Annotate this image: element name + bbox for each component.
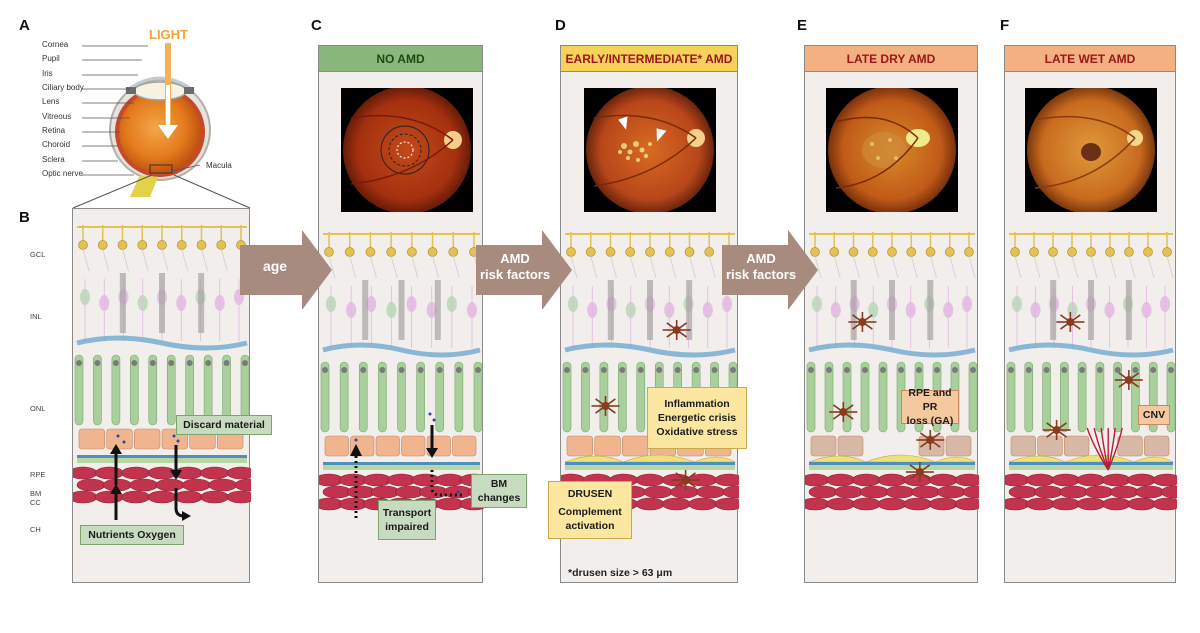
eye-part-label-retina: Retina	[42, 126, 66, 135]
risk-factors-arrow-2: AMD risk factors	[722, 230, 818, 310]
eye-part-label-choroid: Choroid	[42, 140, 71, 149]
nutrients-oxygen-box: Nutrients Oxygen	[80, 525, 184, 545]
drusen-label: DRUSEN	[567, 487, 613, 500]
layer-label-rpe: RPE	[30, 470, 46, 479]
oxidative-stress-label: Oxidative stress	[656, 426, 738, 439]
panel-e-header: LATE DRY AMD	[805, 46, 977, 72]
eye-part-label-iris: Iris	[42, 69, 53, 78]
cnv-box: CNV	[1138, 405, 1170, 425]
stress-box: Inflammation Energetic crisis Oxidative …	[647, 387, 747, 449]
panel-letter-b: B	[19, 209, 30, 226]
risk-factors-arrow-1: AMD risk factors	[476, 230, 572, 310]
risk-arrow-1-line2: risk factors	[479, 267, 551, 282]
fundus-image-late-dry-amd	[826, 88, 958, 212]
transport-impaired-box: Transport impaired	[378, 500, 436, 540]
eye-part-label-optic-nerve: Optic nerve	[42, 169, 83, 178]
retina-layer-stack	[805, 232, 979, 511]
layer-label-gcl: GCL	[30, 250, 46, 259]
layer-label-bm: BM	[30, 489, 42, 498]
panel-c-header: NO AMD	[319, 46, 482, 72]
eye-part-label-vitreous: Vitreous	[42, 112, 72, 121]
discard-material-box: Discard material	[176, 415, 272, 435]
rpe-pr-loss-box: RPE and PR loss (GA)	[901, 387, 959, 427]
complement-line1: Complement	[558, 505, 622, 518]
panel-b-normal-retina	[72, 208, 251, 583]
panel-c-no-amd: NO AMD	[318, 45, 484, 583]
eye-part-label-cornea: Cornea	[42, 40, 69, 49]
rpe-pr-loss-line2: loss (GA)	[906, 415, 954, 428]
risk-arrow-2-line1: AMD	[746, 251, 776, 266]
retina-layers-f	[1005, 232, 1177, 511]
fundus-image-no-amd	[341, 88, 473, 212]
light-label: LIGHT	[149, 27, 188, 42]
eye-part-label-sclera: Sclera	[42, 155, 65, 164]
panel-letter-f: F	[1000, 17, 1010, 34]
fundus-image-late-wet-amd	[1025, 88, 1157, 212]
panel-letter-c: C	[311, 17, 322, 34]
age-arrow-shape	[240, 230, 332, 310]
bm-changes-line1: BM	[490, 477, 508, 490]
eye-part-label-ciliary-body: Ciliary body	[42, 83, 84, 92]
panel-f-header: LATE WET AMD	[1005, 46, 1175, 72]
zoom-lines	[72, 174, 251, 209]
retina-layers-c	[319, 232, 484, 511]
panel-c-flow-arrows	[350, 412, 462, 518]
layer-label-onl: ONL	[30, 404, 46, 413]
panel-d-header: EARLY/INTERMEDIATE* AMD	[561, 46, 737, 72]
panel-letter-d: D	[555, 17, 566, 34]
inflammation-label: Inflammation	[664, 397, 730, 410]
bm-changes-line2: changes	[477, 492, 521, 504]
drusen-complement-box: DRUSEN Complement activation	[548, 481, 632, 539]
bm-changes-box: BM changes	[471, 474, 527, 508]
energetic-crisis-label: Energetic crisis	[657, 411, 737, 424]
eye-illustration	[82, 43, 211, 197]
layer-label-cc: CC	[30, 498, 41, 507]
panel-letter-a: A	[19, 17, 30, 34]
panel-b-flow-arrows	[110, 434, 191, 521]
retina-layer-stack	[319, 232, 484, 511]
macula-label: Macula	[206, 161, 232, 170]
retina-layer-stack	[73, 225, 251, 504]
risk-arrow-1-shape	[476, 230, 572, 310]
rpe-pr-loss-line1: RPE and PR	[908, 386, 952, 413]
risk-arrow-1-line1: AMD	[500, 251, 530, 266]
risk-arrow-2-line2: risk factors	[725, 267, 797, 282]
panel-e-late-dry-amd: LATE DRY AMD	[804, 45, 979, 583]
transport-line2: impaired	[385, 521, 429, 533]
risk-arrow-2-shape	[722, 230, 818, 310]
retina-layer-stack	[1005, 232, 1177, 511]
retina-layers-e	[805, 232, 979, 511]
eye-part-label-lens: Lens	[42, 97, 60, 106]
panel-d-early-amd: EARLY/INTERMEDIATE* AMD	[560, 45, 739, 583]
fundus-image-early-amd	[584, 88, 716, 212]
eye-part-label-pupil: Pupil	[42, 54, 60, 63]
layer-label-ch: CH	[30, 525, 41, 534]
transport-line1: Transport	[382, 506, 432, 519]
retina-layers-b	[73, 225, 251, 504]
age-arrow: age	[240, 230, 332, 310]
risk-arrow-1-label: AMD risk factors	[476, 251, 554, 283]
panel-f-late-wet-amd: LATE WET AMD	[1004, 45, 1177, 583]
panel-letter-e: E	[797, 17, 808, 34]
retina-layer-stack	[561, 232, 739, 511]
drusen-footnote: *drusen size > 63 μm	[568, 567, 673, 579]
age-arrow-label: age	[262, 258, 288, 274]
risk-arrow-2-label: AMD risk factors	[722, 251, 800, 283]
layer-label-inl: INL	[30, 312, 42, 321]
complement-line2: activation	[565, 520, 615, 533]
